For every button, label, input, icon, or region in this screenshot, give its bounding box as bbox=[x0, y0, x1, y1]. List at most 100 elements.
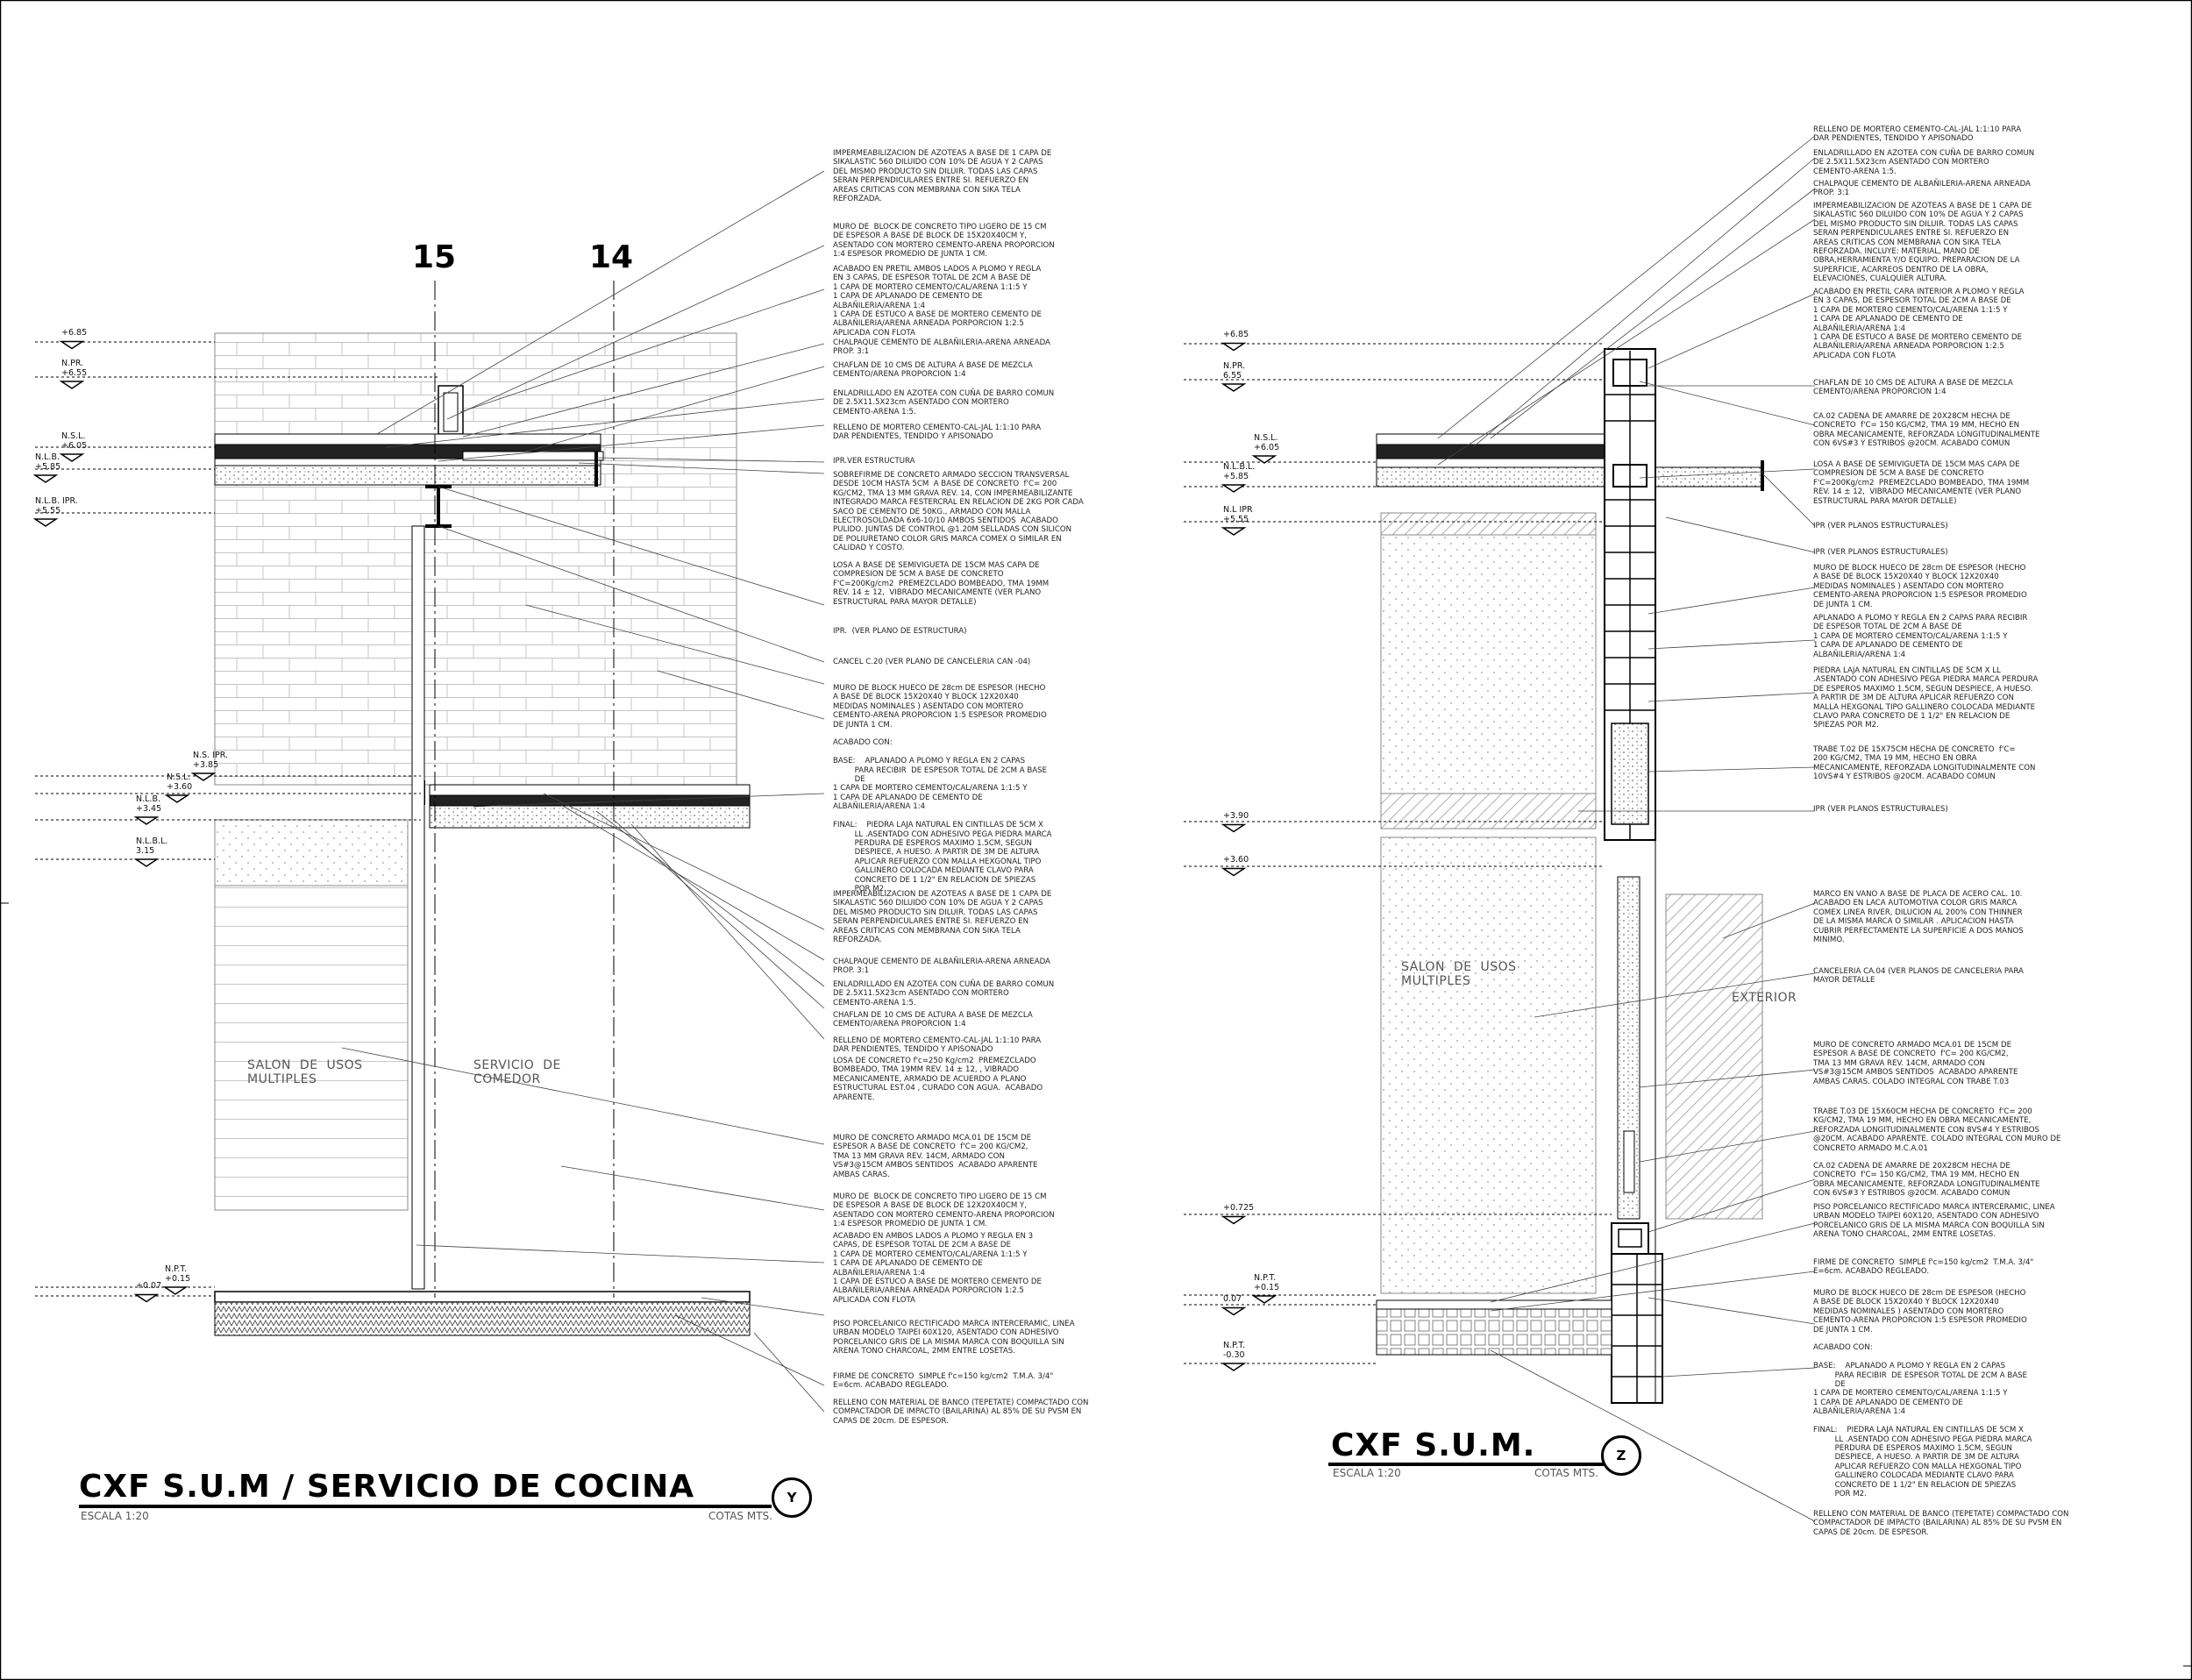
spec-note: MURO DE BLOCK DE CONCRETO TIPO LIGERO DE… bbox=[833, 1192, 1055, 1229]
spec-note: CANCELERIA CA.04 (VER PLANOS DE CANCELER… bbox=[1813, 967, 2024, 986]
spec-note: LOSA A BASE DE SEMIVIGUETA DE 15CM MAS C… bbox=[1813, 460, 2030, 506]
level-triangle-icon bbox=[1221, 867, 1247, 877]
level-marker: N.S.L. +6.05 bbox=[1254, 433, 1280, 452]
room-label: EXTERIOR bbox=[1732, 991, 1797, 1005]
level-triangle-icon bbox=[59, 340, 85, 350]
level-triangle-icon bbox=[1221, 484, 1247, 493]
level-triangle-icon bbox=[133, 816, 160, 825]
spec-note: SOBREFIRME DE CONCRETO ARMADO SECCION TR… bbox=[833, 471, 1084, 553]
level-triangle-icon bbox=[162, 1286, 189, 1295]
spec-note: RELLENO DE MORTERO CEMENTO-CAL-JAL 1:1:1… bbox=[1813, 125, 2022, 144]
spec-note: MARCO EN VANO A BASE DE PLACA DE ACERO C… bbox=[1813, 890, 2024, 945]
level-marker: N.P.T. +0.15 bbox=[165, 1264, 191, 1284]
level-triangle-icon bbox=[1221, 1306, 1247, 1316]
spec-note: RELLENO CON MATERIAL DE BANCO (TEPETATE)… bbox=[833, 1399, 1089, 1426]
level-marker: N.L.B. +5.85 bbox=[35, 452, 61, 472]
level-marker: N.S.L. +3.60 bbox=[167, 772, 193, 792]
level-triangle-icon bbox=[1221, 527, 1247, 536]
units-label: COTAS MTS. bbox=[708, 1510, 772, 1522]
axis-label-14: 14 bbox=[589, 239, 634, 275]
level-triangle-icon bbox=[1221, 1215, 1247, 1225]
spec-note: CHALPAQUE CEMENTO DE ALBAÑILERIA-ARENA A… bbox=[1813, 180, 2031, 198]
level-marker: +3.60 bbox=[1223, 855, 1249, 865]
spec-note: PIEDRA LAJA NATURAL EN CINTILLAS DE 5CM … bbox=[1813, 666, 2039, 730]
spec-note: MURO DE CONCRETO ARMADO MCA.01 DE 15CM D… bbox=[1813, 1041, 2018, 1086]
level-triangle-icon bbox=[133, 1293, 160, 1303]
room-label: SALON DE USOS MULTIPLES bbox=[247, 1058, 363, 1086]
spec-note: IPR. (VER PLANO DE ESTRUCTURA) bbox=[833, 627, 967, 636]
spec-note: ENLADRILLADO EN AZOTEA CON CUÑA DE BARRO… bbox=[833, 389, 1055, 416]
level-marker: N.S.L. +6.05 bbox=[61, 431, 88, 451]
spec-note: APLANADO A PLOMO Y REGLA EN 2 CAPAS PARA… bbox=[1813, 614, 2028, 659]
spec-note: IMPERMEABILIZACION DE AZOTEAS A BASE DE … bbox=[833, 890, 1052, 945]
level-triangle-icon bbox=[32, 518, 59, 527]
spec-note: IMPERMEABILIZACION DE AZOTEAS A BASE DE … bbox=[833, 149, 1052, 204]
spec-note: MURO DE BLOCK HUECO DE 28cm DE ESPESOR (… bbox=[1813, 564, 2027, 609]
spec-note: MURO DE CONCRETO ARMADO MCA.01 DE 15CM D… bbox=[833, 1134, 1038, 1179]
spec-note: LOSA DE CONCRETO f'c=250 Kg/cm2 PREMEZCL… bbox=[833, 1057, 1043, 1102]
spec-note: IPR (VER PLANOS ESTRUCTURALES) bbox=[1813, 548, 1948, 557]
spec-note: RELLENO CON MATERIAL DE BANCO (TEPETATE)… bbox=[1813, 1510, 2069, 1537]
level-triangle-icon bbox=[1221, 823, 1247, 833]
spec-note: TRABE T.03 DE 15X60CM HECHA DE CONCRETO … bbox=[1813, 1107, 2061, 1153]
level-marker: N.PR. +6.55 bbox=[61, 359, 88, 378]
level-triangle-icon bbox=[164, 794, 190, 803]
level-marker: +6.85 bbox=[1223, 330, 1249, 339]
level-triangle-icon bbox=[1221, 383, 1247, 392]
level-marker: N.L.B.L. 3.15 bbox=[136, 836, 168, 856]
spec-note: ACABADO EN PRETIL CARA INTERIOR A PLOMO … bbox=[1813, 288, 2025, 360]
axis-label-15: 15 bbox=[412, 239, 457, 275]
spec-note: RELLENO DE MORTERO CEMENTO-CAL-JAL 1:1:1… bbox=[833, 1036, 1042, 1055]
spec-note: CHAFLAN DE 10 CMS DE ALTURA A BASE DE ME… bbox=[1813, 379, 2013, 397]
level-marker: +0.725 bbox=[1223, 1203, 1255, 1213]
level-triangle-icon bbox=[1251, 1295, 1277, 1304]
level-triangle-icon bbox=[190, 772, 217, 781]
spec-note: CHAFLAN DE 10 CMS DE ALTURA A BASE DE ME… bbox=[833, 1011, 1033, 1029]
spec-note: CHALPAQUE CEMENTO DE ALBAÑILERIA-ARENA A… bbox=[833, 338, 1050, 357]
spec-note: MURO DE BLOCK DE CONCRETO TIPO LIGERO DE… bbox=[833, 223, 1055, 260]
spec-note: ACABADO EN AMBOS LADOS A PLOMO Y REGLA E… bbox=[833, 1232, 1042, 1305]
level-triangle-icon bbox=[1251, 455, 1277, 464]
spec-note: PISO PORCELANICO RECTIFICADO MARCA INTER… bbox=[833, 1320, 1075, 1356]
level-marker: N.P.T. -0.30 bbox=[1223, 1341, 1246, 1360]
level-marker: N.L.B. IPR. +5.55 bbox=[35, 496, 78, 516]
spec-note: CA.02 CADENA DE AMARRE DE 20X28CM HECHA … bbox=[1813, 1162, 2040, 1199]
level-marker: N.L.B. +3.45 bbox=[136, 794, 162, 814]
spec-note: FIRME DE CONCRETO SIMPLE f'c=150 kg/cm2 … bbox=[1813, 1258, 2034, 1277]
scale-label: ESCALA 1:20 bbox=[81, 1510, 149, 1522]
level-triangle-icon bbox=[1221, 342, 1247, 352]
spec-note: CANCEL C.20 (VER PLANO DE CANCELERIA CAN… bbox=[833, 658, 1031, 666]
spec-note: FIRME DE CONCRETO SIMPLE f'c=150 kg/cm2 … bbox=[833, 1372, 1054, 1391]
detail-bubble: Y bbox=[772, 1477, 812, 1518]
level-marker: 0.07 bbox=[1223, 1294, 1242, 1304]
spec-note: CA.02 CADENA DE AMARRE DE 20X28CM HECHA … bbox=[1813, 412, 2040, 449]
level-triangle-icon bbox=[1221, 1363, 1247, 1371]
spec-note: RELLENO DE MORTERO CEMENTO-CAL-JAL 1:1:1… bbox=[833, 424, 1042, 442]
level-marker: +3.90 bbox=[1223, 811, 1249, 821]
level-triangle-icon bbox=[59, 381, 85, 389]
level-marker: N.P.T. +0.15 bbox=[1254, 1273, 1280, 1292]
spec-note: CHALPAQUE CEMENTO DE ALBAÑILERIA-ARENA A… bbox=[833, 957, 1050, 976]
units-label: COTAS MTS. bbox=[1534, 1467, 1598, 1479]
level-marker: N.PR. 6.55 bbox=[1223, 361, 1246, 381]
level-marker: +6.85 bbox=[61, 328, 88, 338]
spec-note: CHAFLAN DE 10 CMS DE ALTURA A BASE DE ME… bbox=[833, 361, 1033, 380]
spec-note: IMPERMEABILIZACION DE AZOTEAS A BASE DE … bbox=[1813, 202, 2032, 284]
detail-bubble: Z bbox=[1601, 1435, 1641, 1476]
spec-note: IPR.VER ESTRUCTURA bbox=[833, 457, 915, 466]
spec-note: LOSA A BASE DE SEMIVIGUETA DE 15CM MAS C… bbox=[833, 561, 1050, 607]
level-marker: N.L.B.L. +5.85 bbox=[1223, 462, 1256, 481]
room-label: SALON DE USOS MULTIPLES bbox=[1401, 960, 1517, 988]
level-marker: N.L IPR +5.55 bbox=[1223, 505, 1253, 524]
detail-title: CXF S.U.M / SERVICIO DE COCINA bbox=[79, 1469, 695, 1505]
spec-note: IPR (VER PLANOS ESTRUCTURALES) bbox=[1813, 805, 1948, 814]
spec-note: ENLADRILLADO EN AZOTEA CON CUÑA DE BARRO… bbox=[833, 980, 1055, 1007]
spec-note: ENLADRILLADO EN AZOTEA CON CUÑA DE BARRO… bbox=[1813, 149, 2035, 176]
level-triangle-icon bbox=[59, 453, 85, 462]
level-marker: +0.07 bbox=[136, 1281, 162, 1291]
spec-note: TRABE T.02 DE 15X75CM HECHA DE CONCRETO … bbox=[1813, 745, 2036, 782]
detail-title: CXF S.U.M. bbox=[1331, 1427, 1536, 1463]
level-triangle-icon bbox=[32, 474, 59, 483]
